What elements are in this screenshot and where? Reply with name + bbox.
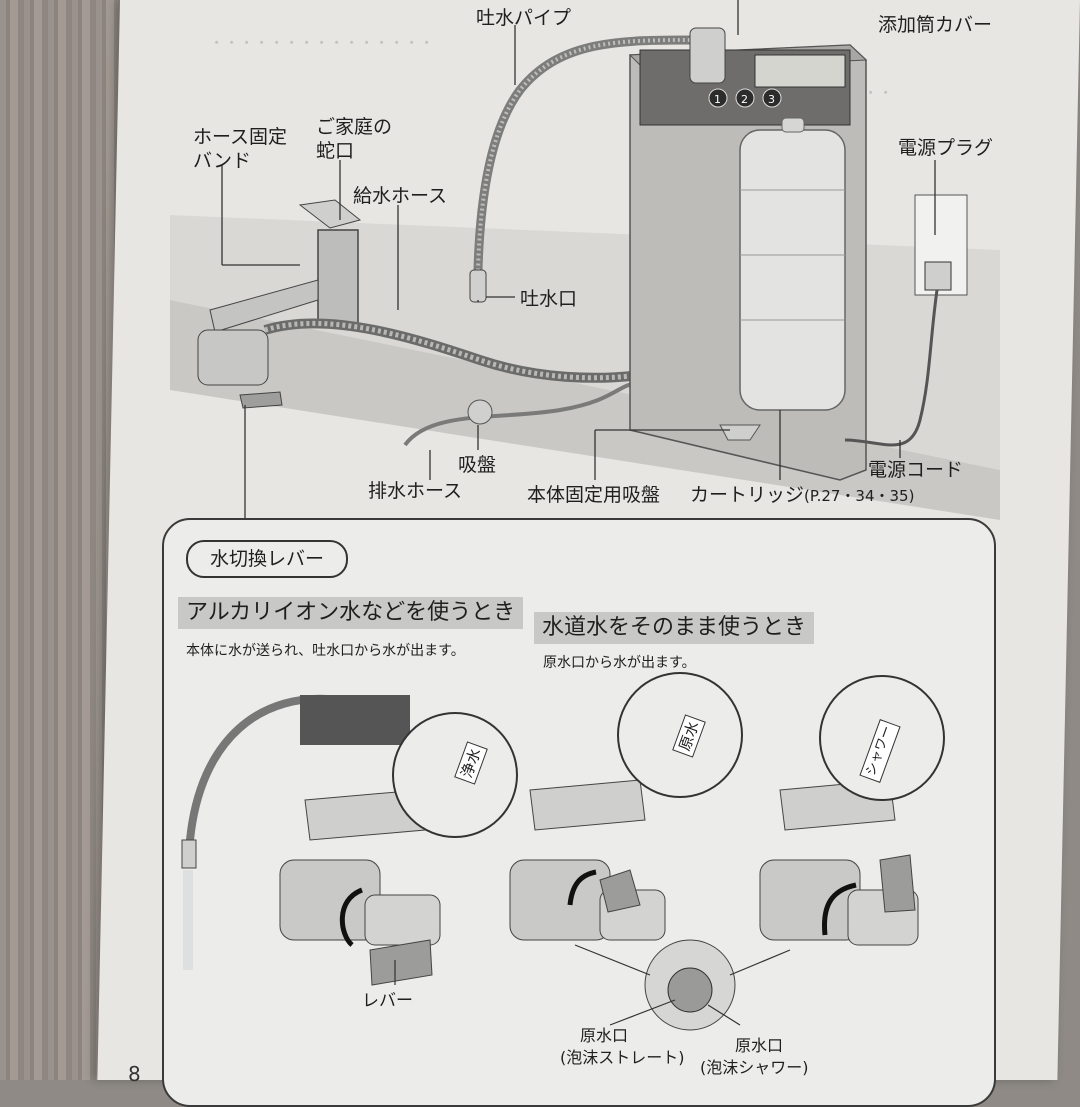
label-spout: 吐水口 [520, 288, 578, 310]
label-calcium-cover: 添加筒カバー [878, 14, 993, 36]
water-ionizer-illustration: 1 2 3 [170, 0, 1000, 520]
page-number: 8 [128, 1062, 141, 1086]
sub-tap-use: 原水口から水が出ます。 [543, 655, 696, 671]
suction-cup [467, 399, 493, 425]
power-plug [924, 261, 952, 291]
panel-button-2 [735, 88, 755, 108]
panel-button-3-label: 3 [768, 93, 775, 106]
label-raw-straight-1: 原水口 [580, 1026, 629, 1045]
panel-button-3 [762, 88, 782, 108]
supply-hose-texture [264, 320, 641, 381]
inset-spout [181, 839, 197, 869]
label-hose-band-1: ホース固定 [193, 126, 288, 148]
label-cartridge-pages: (P.27・34・35) [804, 487, 915, 505]
valve-shower [759, 675, 945, 946]
heading-tap-use: 水道水をそのまま使うとき [534, 612, 815, 644]
power-cord [844, 289, 939, 447]
drain-hose [403, 382, 641, 447]
leader-lines [221, 0, 936, 520]
body-suction-cup [719, 424, 761, 441]
label-power-plug: 電源プラグ [898, 137, 994, 159]
label-cartridge-name: カートリッジ [690, 484, 805, 506]
label-supply-hose: 給水ホース [353, 185, 448, 207]
faucet-handle [298, 199, 362, 229]
label-power-cord: 電源コード [868, 459, 964, 481]
cartridge-cap [781, 117, 805, 133]
aerator-leaders [394, 944, 791, 1026]
label-discharge-pipe: 吐水パイプ [476, 7, 572, 29]
display-screen [754, 54, 846, 88]
valve-raw [509, 672, 743, 941]
label-body-suction-cup: 本体固定用吸盤 [527, 484, 661, 506]
label-suction-cup: 吸盤 [458, 454, 497, 476]
water-stream [183, 870, 193, 970]
faucet-spout [209, 279, 319, 333]
heading-alkaline-use: アルカリイオン水などを使うとき [178, 597, 524, 629]
panel-button-1-label: 1 [714, 93, 721, 106]
panel-button-1 [708, 88, 728, 108]
label-raw-shower-1: 原水口 [735, 1036, 784, 1055]
label-lever: レバー [362, 991, 413, 1011]
valve-lever [239, 391, 283, 409]
label-home-faucet-2: 蛇口 [316, 140, 355, 162]
sub-alkaline-use: 本体に水が送られ、吐水口から水が出ます。 [186, 643, 465, 659]
discharge-pipe [473, 35, 696, 271]
label-raw-shower-2: (泡沫シャワー) [700, 1058, 809, 1077]
label-cartridge: カートリッジ(P.27・34・35) [690, 484, 914, 507]
label-drain-hose: 排水ホース [368, 480, 463, 502]
faucet-body [317, 229, 359, 326]
panel-button-2-label: 2 [741, 93, 748, 106]
pipe-mount [689, 27, 726, 84]
label-home-faucet-1: ご家庭の [316, 116, 393, 138]
aerator-center [667, 967, 713, 1013]
inset-title: 水切換レバー [186, 540, 348, 578]
label-hose-band-2: バンド [193, 150, 251, 172]
lever-illustrations [181, 672, 945, 1031]
inset-device-panel [300, 695, 410, 745]
switch-valve [197, 329, 269, 386]
label-raw-straight-2: (泡沫ストレート) [560, 1048, 685, 1067]
